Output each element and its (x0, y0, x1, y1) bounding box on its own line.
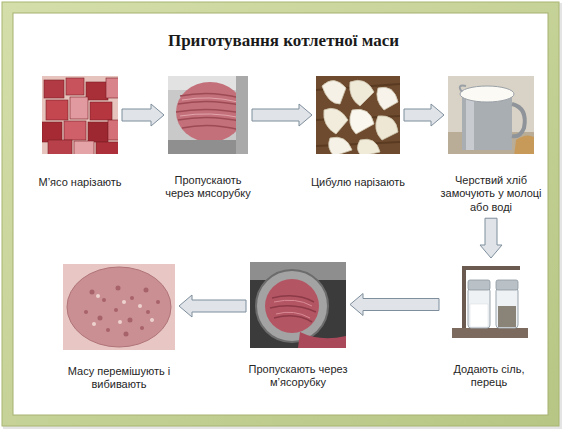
step-caption: М’ясо нарізають (24, 176, 136, 189)
process-step: Пропускають через м’ясорубку (250, 262, 346, 390)
block-arrow (252, 104, 312, 126)
slide-frame (2, 2, 559, 426)
step-caption: Пропускають через м’ясорубку (240, 363, 356, 390)
process-step: Цибулю нарізають (316, 76, 400, 189)
block-arrow (404, 104, 444, 126)
step-caption: Масу перемішують і вибивають (61, 365, 177, 392)
mincer-photo (168, 76, 248, 154)
frame-shadow (3, 3, 562, 429)
photo-slot (443, 262, 535, 363)
photo-slot (316, 76, 400, 176)
cutlet-mass-photo (63, 264, 175, 350)
process-step: Додають сіль, перець (443, 262, 535, 390)
block-arrow (179, 295, 246, 317)
mincer-photo (250, 262, 346, 348)
milk-photo (448, 76, 534, 154)
onion-photo (316, 76, 400, 154)
slide-title: Приготування котлетної маси (0, 31, 567, 51)
process-step: Черствий хліб замочують у молоці або вод… (448, 76, 534, 214)
block-arrow (122, 104, 164, 126)
slide-panel (13, 13, 548, 415)
photo-slot (448, 76, 534, 174)
photo-slot (168, 76, 248, 174)
process-step: Пропускають через мясорубку (168, 76, 248, 201)
process-step: Масу перемішують і вибивають (63, 264, 175, 392)
step-caption: Цибулю нарізають (302, 176, 414, 189)
meat-photo (42, 76, 118, 154)
photo-slot (42, 76, 118, 176)
step-caption: Додають сіль, перець (444, 363, 534, 390)
step-caption: Пропускають через мясорубку (162, 174, 254, 201)
block-arrow (350, 294, 439, 316)
block-arrow (480, 218, 502, 258)
photo-slot (63, 264, 175, 365)
step-caption: Черствий хліб замочують у молоці або вод… (439, 174, 543, 214)
salt-pepper-photo (443, 262, 535, 346)
photo-slot (250, 262, 346, 363)
process-step: М’ясо нарізають (42, 76, 118, 189)
